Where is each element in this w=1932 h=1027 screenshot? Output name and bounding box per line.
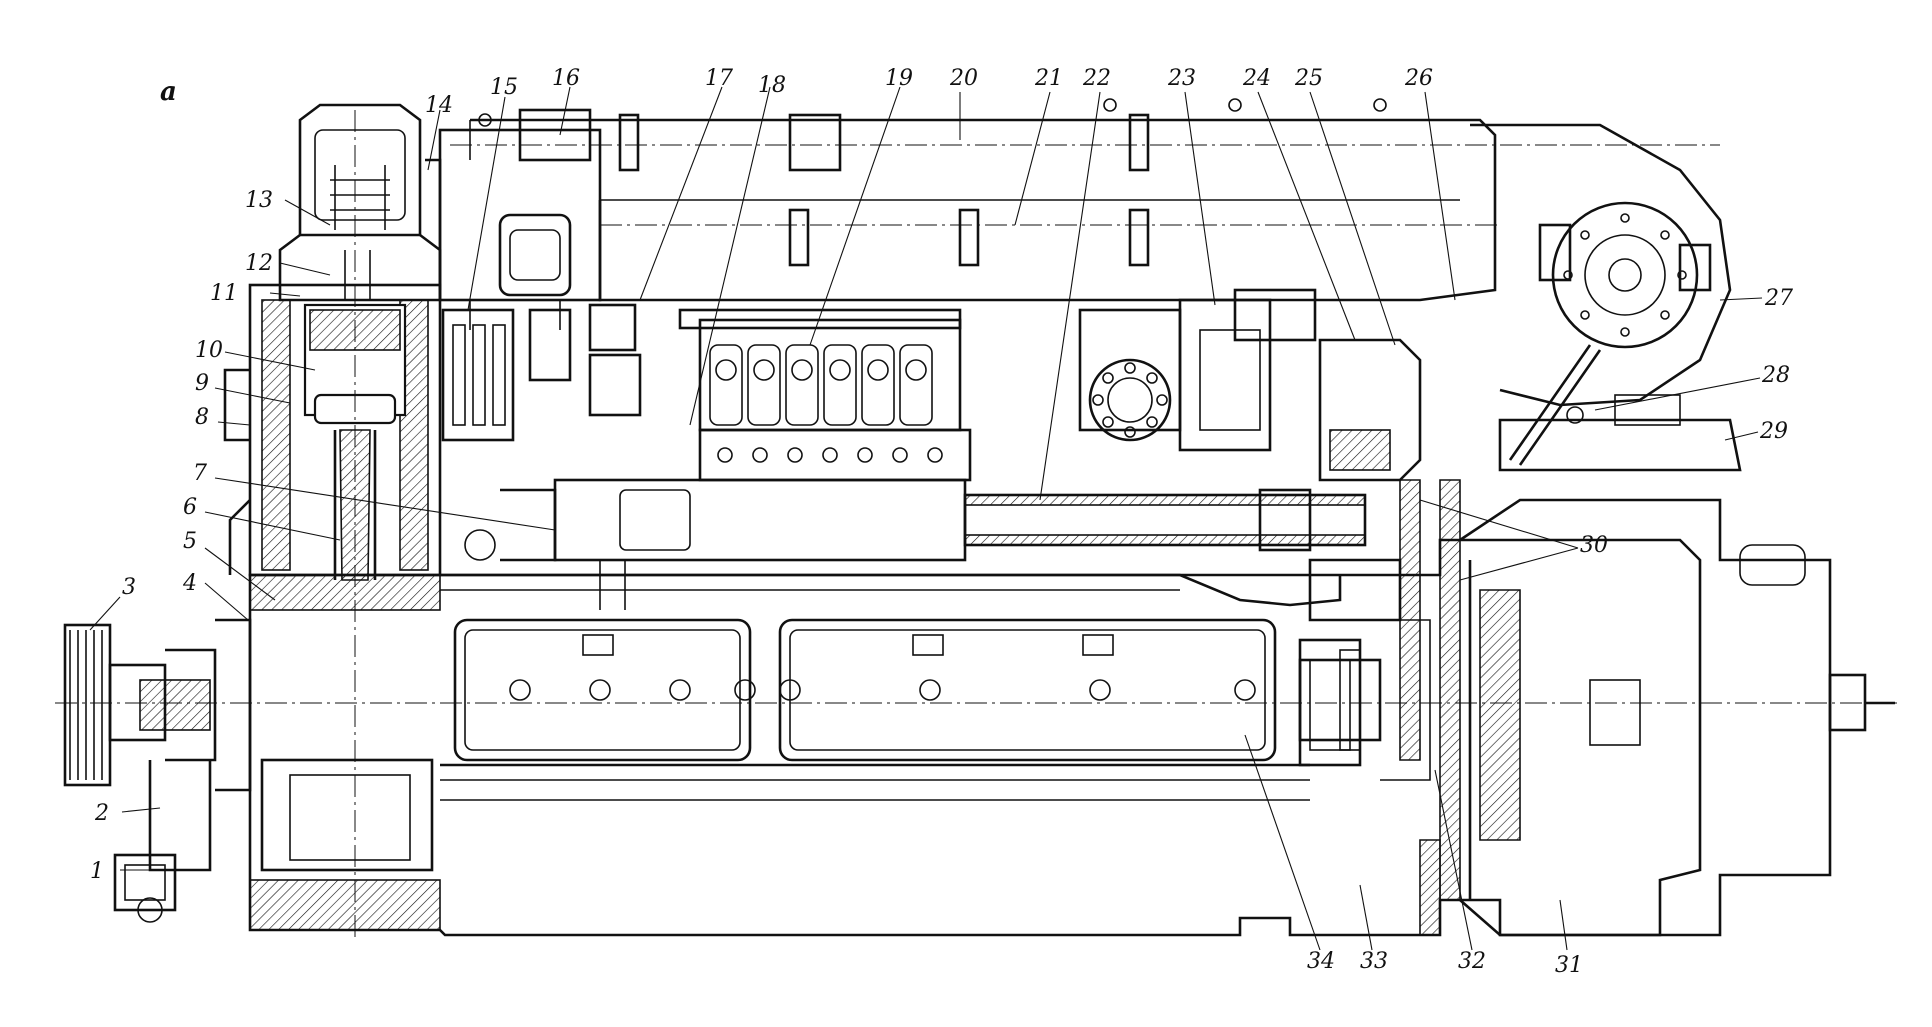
callout-labels: 1 2 3 4 5 6 7 8 9 10 11 12 13 14 15 16 1… xyxy=(90,66,1793,978)
callout-20: 20 xyxy=(949,66,978,91)
callout-21: 21 xyxy=(1034,66,1063,91)
callout-7: 7 xyxy=(193,461,207,486)
callout-6: 6 xyxy=(183,495,197,520)
callout-17: 17 xyxy=(705,66,733,91)
leader-lines xyxy=(89,86,1763,951)
callout-27: 27 xyxy=(1764,286,1793,311)
callout-29: 29 xyxy=(1759,419,1788,444)
callout-28: 28 xyxy=(1761,363,1790,388)
callout-25: 25 xyxy=(1294,66,1323,91)
panel-letter: а xyxy=(160,77,177,107)
callout-8: 8 xyxy=(195,405,209,430)
callout-32: 32 xyxy=(1458,949,1486,974)
callout-10: 10 xyxy=(195,338,223,363)
callout-3: 3 xyxy=(122,575,136,600)
callout-2: 2 xyxy=(94,801,109,826)
callout-14: 14 xyxy=(425,93,453,118)
callout-5: 5 xyxy=(183,529,197,554)
callout-33: 33 xyxy=(1360,949,1388,974)
callout-26: 26 xyxy=(1404,66,1433,91)
callout-24: 24 xyxy=(1242,66,1271,91)
callout-34: 34 xyxy=(1307,949,1335,974)
callout-31: 31 xyxy=(1555,953,1583,978)
callout-18: 18 xyxy=(758,73,786,98)
callout-22: 22 xyxy=(1082,66,1111,91)
callout-11: 11 xyxy=(210,281,238,306)
callout-16: 16 xyxy=(552,66,580,91)
callout-19: 19 xyxy=(885,66,913,91)
callout-1: 1 xyxy=(90,859,104,884)
callout-30: 30 xyxy=(1580,533,1608,558)
callout-12: 12 xyxy=(245,251,273,276)
callout-4: 4 xyxy=(182,571,197,596)
callout-15: 15 xyxy=(490,75,518,100)
callout-9: 9 xyxy=(195,371,209,396)
engine-body xyxy=(55,98,1900,940)
callout-23: 23 xyxy=(1167,66,1196,91)
callout-13: 13 xyxy=(245,188,273,213)
